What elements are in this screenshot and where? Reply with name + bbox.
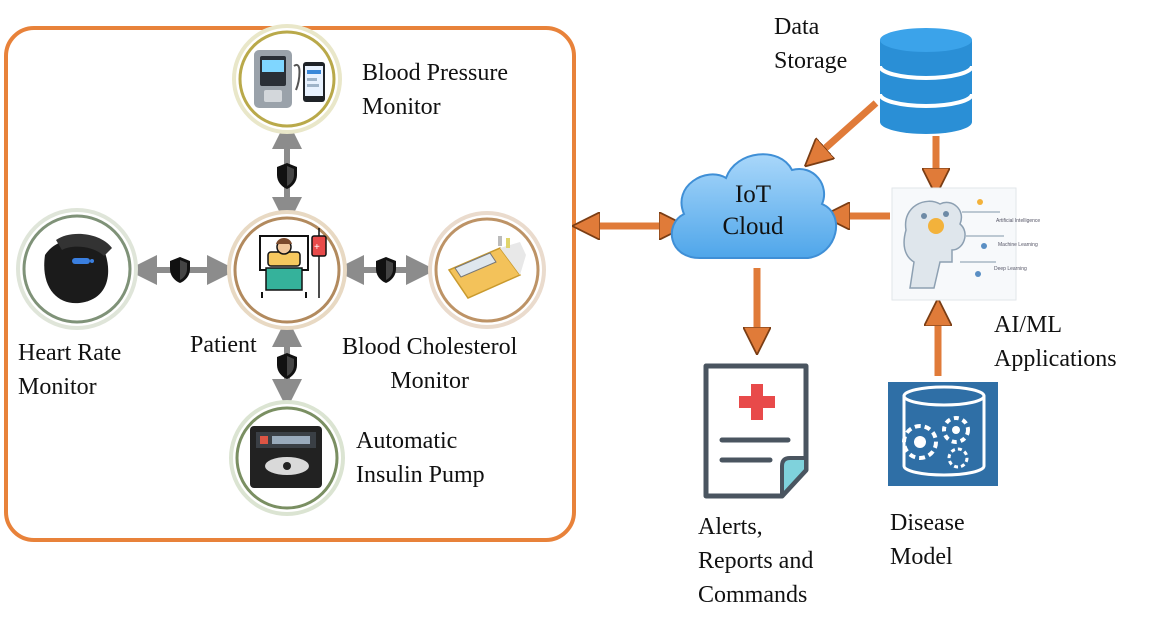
label-line: Model <box>890 544 953 570</box>
insulin-pump-node <box>229 400 345 516</box>
iot-cloud-label: IoT Cloud <box>693 179 813 243</box>
patient-label: Patient <box>190 328 257 362</box>
alerts-label: Alerts, Reports and Commands <box>698 510 813 612</box>
ai-brain-icon: Artificial Intelligence Machine Learning… <box>891 187 1040 301</box>
cholesterol-node <box>428 211 546 329</box>
patient-bed-icon: + <box>259 228 327 298</box>
cholesterol-label: Blood Cholesterol Monitor <box>342 330 517 398</box>
cholesterol-meter-icon <box>447 236 526 299</box>
ai-panel-text-ai: Artificial Intelligence <box>996 218 1040 224</box>
database-icon <box>878 28 974 134</box>
label-line: Storage <box>774 48 848 74</box>
label-line: Insulin Pump <box>356 462 485 488</box>
label-line: Automatic <box>356 428 458 454</box>
link-storage-cloud <box>812 100 879 160</box>
heart-rate-node <box>16 208 138 330</box>
label-line: Applications <box>994 346 1117 372</box>
label-line: AI/ML <box>994 312 1062 338</box>
ai-panel-text-dl: Deep Learning <box>994 266 1027 272</box>
report-document-icon <box>703 363 809 499</box>
shield-icon <box>277 163 297 189</box>
blood-pressure-monitor-icon <box>254 50 325 108</box>
gear-database-icon <box>888 382 998 486</box>
insulin-pump-label: Automatic Insulin Pump <box>356 424 485 492</box>
label-line: Disease <box>890 510 965 536</box>
patient-node: + <box>227 210 347 330</box>
svg-text:+: + <box>314 242 320 253</box>
label-line: Data <box>774 14 820 40</box>
insulin-pump-icon <box>250 426 322 488</box>
label-line: Cloud <box>722 213 784 240</box>
cloud-links <box>582 100 938 376</box>
heart-rate-label: Heart Rate Monitor <box>18 336 121 404</box>
heart-rate-band-icon <box>44 233 112 304</box>
label-line: Blood Pressure <box>362 60 508 86</box>
cloud-icon <box>670 153 838 259</box>
blood-pressure-node <box>232 24 342 134</box>
label-line: Heart Rate <box>18 340 122 366</box>
ai-panel-text-ml: Machine Learning <box>998 242 1038 248</box>
label-line: IoT <box>734 181 772 208</box>
label-line: Monitor <box>390 368 469 394</box>
blood-pressure-label: Blood Pressure Monitor <box>362 56 508 124</box>
label-line: Alerts, <box>698 514 763 540</box>
label-line: Monitor <box>18 374 97 400</box>
data-storage-label: Data Storage <box>774 10 847 78</box>
disease-model-label: Disease Model <box>890 506 965 574</box>
shield-icon <box>376 257 396 283</box>
label-line: Blood Cholesterol <box>342 334 518 360</box>
label-line: Monitor <box>362 94 441 120</box>
label-line: Commands <box>698 582 808 608</box>
ai-ml-label: AI/ML Applications <box>994 308 1117 376</box>
shield-icon <box>277 353 297 379</box>
label-line: Patient <box>190 332 257 358</box>
label-line: Reports and <box>698 548 814 574</box>
shield-icon <box>170 257 190 283</box>
